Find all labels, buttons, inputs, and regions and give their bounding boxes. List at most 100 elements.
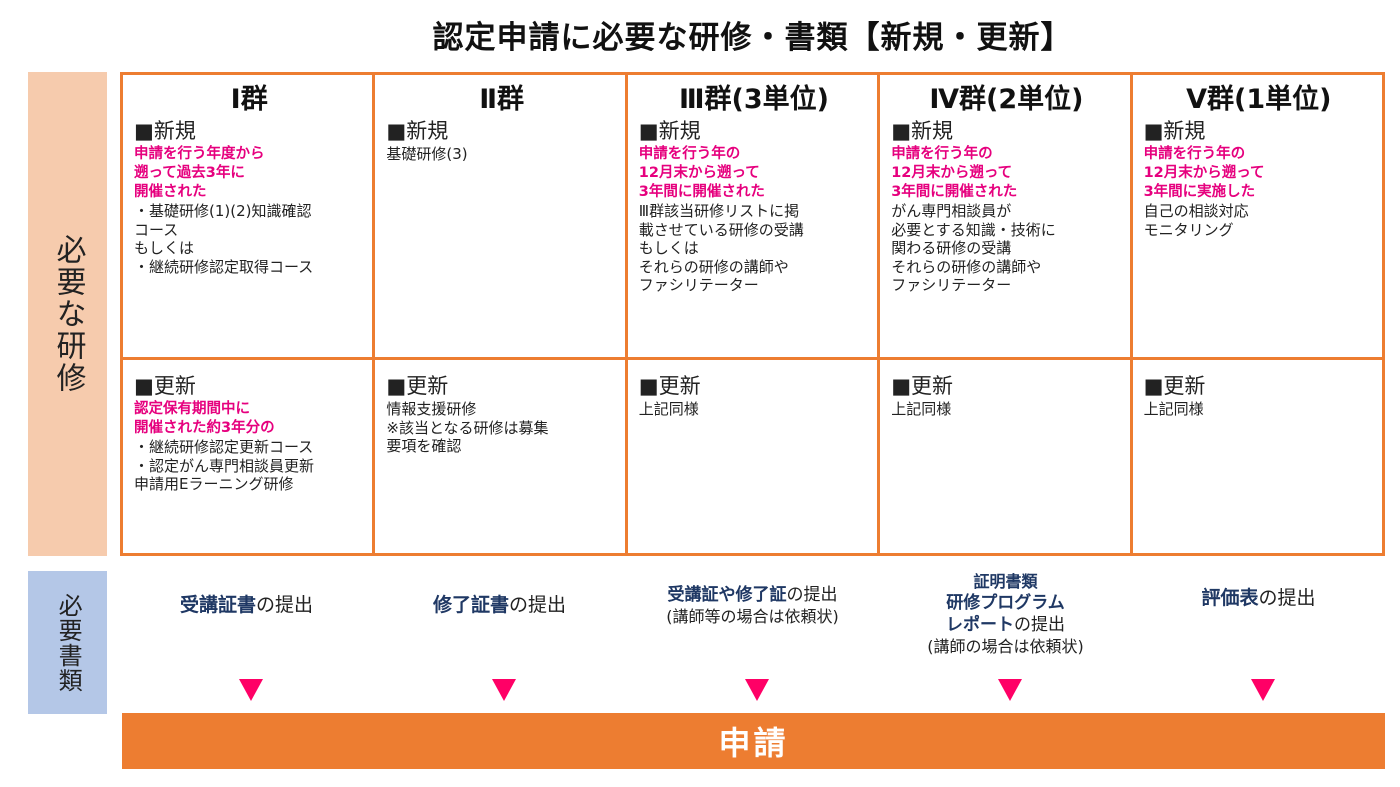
highlight-text: 申請を行う年の	[638, 146, 741, 162]
body-text: 要項を確認	[386, 437, 462, 455]
highlight-text: 12月末から遡って	[1143, 165, 1265, 181]
group-renew-cell: ■更新上記同様	[627, 360, 878, 553]
highlight-text: 開催された	[134, 184, 207, 200]
group-title: Ⅴ群(1単位)	[1186, 84, 1332, 115]
body-text: 必要とする知識・技術に	[891, 220, 1056, 239]
document-name: 受講証書	[179, 594, 256, 616]
document-name: 修了証書	[432, 594, 509, 616]
new-section-label: ■新規	[638, 119, 701, 143]
body-text: ・認定がん専門相談員更新	[134, 456, 315, 475]
renew-section-label: ■更新	[1143, 374, 1206, 398]
renew-section-label: ■更新	[386, 374, 449, 398]
apply-label: 申請	[718, 724, 789, 762]
body-text: それらの研修の講師や	[638, 257, 789, 276]
down-arrow-icon	[997, 679, 1022, 701]
down-arrow-icon	[1250, 679, 1275, 701]
highlight-text: 遡って過去3年に	[134, 165, 245, 181]
apply-bar: 申請	[122, 713, 1385, 769]
body-text: 情報支援研修	[386, 400, 477, 418]
document-text: (講師等の場合は依頼状)	[666, 607, 839, 626]
down-arrow-icon	[491, 679, 516, 701]
group-title: Ⅰ群	[230, 84, 268, 115]
body-text: 自己の相談対応	[1143, 202, 1249, 220]
body-text: 申請用Eラーニング研修	[134, 475, 294, 493]
document-requirement: 受講証書の提出	[123, 592, 370, 618]
document-text: の提出	[1258, 587, 1316, 609]
body-text: 基礎研修(3)	[386, 145, 468, 163]
highlight-text: 認定保有期間中に	[134, 401, 250, 417]
page-title: 認定申請に必要な研修・書類【新規・更新】	[432, 20, 1073, 56]
body-text: ファシリテーター	[891, 276, 1012, 294]
training-grid: Ⅰ群 ■新規申請を行う年度から遡って過去3年に開催された・基礎研修(1)(2)知識…	[120, 72, 1385, 556]
body-text: 上記同様	[1143, 400, 1204, 418]
highlight-text: 12月末から遡って	[891, 165, 1013, 181]
highlight-text: 3年間に実施した	[1143, 184, 1256, 200]
body-text: 関わる研修の受講	[891, 239, 1012, 257]
side-label-training: 必要な研修	[28, 72, 107, 556]
body-text: モニタリング	[1143, 220, 1234, 239]
highlight-text: 申請を行う年の	[891, 146, 993, 162]
new-section-label: ■新規	[134, 119, 196, 143]
document-line: (講師等の場合は依頼状)	[629, 606, 876, 627]
document-line: レポートの提出	[882, 614, 1129, 636]
renew-section-label: ■更新	[891, 374, 954, 398]
body-text: もしくは	[134, 239, 195, 257]
renew-section-label: ■更新	[638, 374, 701, 398]
document-line: 受講証や修了証の提出	[629, 584, 876, 606]
document-line: 研修プログラム	[882, 592, 1129, 614]
side-label-training-text: 必要な研修	[50, 234, 86, 394]
new-section-label: ■新規	[1143, 119, 1206, 143]
body-text: ファシリテーター	[638, 276, 759, 294]
highlight-text: 申請を行う年の	[1143, 146, 1246, 162]
body-text: ・基礎研修(1)(2)知識確認	[134, 202, 312, 220]
document-requirement: 受講証や修了証の提出(講師等の場合は依頼状)	[629, 584, 876, 627]
highlight-text: 開催された約3年分の	[134, 420, 275, 436]
group-new-cell: Ⅰ群 ■新規申請を行う年度から遡って過去3年に開催された・基礎研修(1)(2)知識…	[123, 75, 373, 357]
body-text: 上記同様	[891, 400, 952, 418]
group-new-cell: Ⅲ群(3単位) ■新規申請を行う年の 12月末から遡って 3年間に開催された Ⅲ群該当研…	[627, 75, 878, 357]
body-text: 載させている研修の受講	[638, 220, 804, 239]
document-requirement: 証明書類研修プログラムレポートの提出(講師の場合は依頼状)	[882, 571, 1129, 657]
document-name: 受講証や修了証	[667, 585, 787, 605]
group-title: Ⅲ群(3単位)	[678, 84, 829, 115]
group-renew-cell: ■更新上記同様	[1132, 360, 1382, 553]
body-text: Ⅲ群該当研修リストに掲	[638, 202, 800, 220]
highlight-text: 3年間に開催された	[638, 184, 765, 200]
body-text: コース	[134, 220, 179, 239]
document-name: 証明書類	[973, 572, 1038, 591]
document-name: レポート	[946, 615, 1014, 635]
document-requirement: 評価表の提出	[1135, 585, 1382, 611]
document-name: 評価表	[1201, 587, 1259, 609]
new-section-label: ■新規	[891, 119, 954, 143]
body-text: ・継続研修認定取得コース	[134, 257, 314, 276]
body-text: ・継続研修認定更新コース	[134, 438, 314, 456]
document-line: 証明書類	[882, 571, 1129, 592]
highlight-text: 3年間に開催された	[891, 184, 1018, 200]
highlight-text: 申請を行う年度から	[134, 146, 265, 162]
group-renew-cell: ■更新上記同様	[880, 360, 1130, 553]
document-line: 受講証書の提出	[123, 592, 370, 618]
document-name: 研修プログラム	[946, 593, 1065, 613]
group-title: Ⅳ群(2単位)	[929, 84, 1084, 115]
body-text: もしくは	[638, 239, 699, 257]
body-text: ※該当となる研修は募集	[386, 418, 549, 437]
group-title: Ⅱ群	[479, 84, 524, 115]
group-renew-cell: ■更新情報支援研修※該当となる研修は募集要項を確認	[375, 360, 625, 553]
body-text: それらの研修の講師や	[891, 257, 1042, 276]
group-new-cell: Ⅴ群(1単位) ■新規申請を行う年の 12月末から遡って 3年間に実施した自己の相談対…	[1132, 75, 1382, 357]
document-text: の提出	[509, 594, 567, 616]
group-new-cell: Ⅳ群(2単位) ■新規申請を行う年の 12月末から遡って 3年間に開催されたがん専門相…	[880, 75, 1130, 357]
document-line: 評価表の提出	[1135, 585, 1382, 611]
highlight-text: 12月末から遡って	[638, 165, 760, 181]
body-text: 上記同様	[638, 400, 699, 418]
renew-section-label: ■更新	[134, 374, 196, 398]
down-arrow-icon	[238, 679, 263, 701]
side-label-documents-text: 必要書類	[54, 592, 83, 693]
down-arrow-icon	[744, 679, 769, 701]
body-text: がん専門相談員が	[891, 202, 1012, 220]
document-line: 修了証書の提出	[376, 592, 623, 618]
side-label-documents: 必要書類	[28, 571, 107, 714]
document-line: (講師の場合は依頼状)	[882, 636, 1129, 657]
group-new-cell: Ⅱ群■新規基礎研修(3)	[375, 75, 625, 357]
document-text: の提出	[256, 594, 314, 616]
